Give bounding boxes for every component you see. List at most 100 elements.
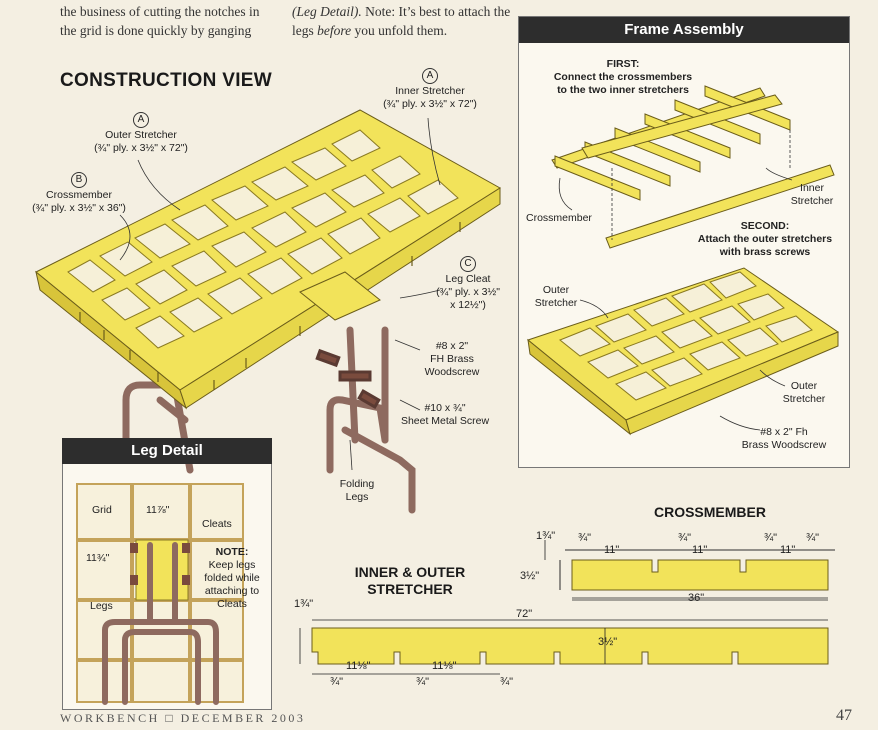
frame-outer-left-label: Outer Stretcher xyxy=(528,284,584,310)
part-letter-b: B xyxy=(71,172,87,188)
frame-first-line-1: Connect the crossmembers xyxy=(553,71,693,83)
leg-detail-note-3: attaching to xyxy=(204,585,260,597)
stretcher-part xyxy=(311,627,829,665)
outer-stretcher-size: (¾" ply. x 3½" x 72") xyxy=(94,142,188,154)
frame-second-line-2: with brass screws xyxy=(719,246,811,258)
stretcher-dim-space-2: 11⅛" xyxy=(432,660,457,672)
brass-screw-line-1: #8 x 2" xyxy=(435,340,469,352)
brass-screw-label: #8 x 2" FH Brass Woodscrew xyxy=(418,340,486,379)
metal-screw-label: #10 x ¾" Sheet Metal Screw xyxy=(390,402,500,428)
crossmember-part xyxy=(571,559,829,591)
stretcher-title-2: STRETCHER xyxy=(367,581,453,597)
intro-left-line: the business of cutting the notches in xyxy=(60,4,260,19)
brass-screw-line-2: FH Brass xyxy=(430,353,474,365)
part-letter-c: C xyxy=(460,256,476,272)
stretcher-dim-height: 3½" xyxy=(598,636,618,648)
crossmember-dim-notch-c: ¾" xyxy=(764,532,778,544)
construction-frame xyxy=(35,109,501,410)
leg-detail-drawing xyxy=(76,483,244,705)
frame-crossmember-label: Crossmember xyxy=(526,212,592,224)
inner-stretcher-name: Inner Stretcher xyxy=(395,85,465,97)
leg-detail-note-4: Cleats xyxy=(217,598,247,610)
frame-inner-line-1: Inner xyxy=(800,182,824,194)
leg-cleat-size-1: (¾" ply. x 3½" xyxy=(436,286,500,298)
footer-separator: □ xyxy=(165,711,176,725)
magazine-name: WORKBENCH xyxy=(60,711,160,725)
intro-left-line: the grid is done quickly by ganging xyxy=(60,23,252,38)
stretcher-dim-length: 72" xyxy=(516,608,533,620)
frame-screw-1: #8 x 2" Fh xyxy=(760,426,808,438)
frame-outer-right-label: Outer Stretcher xyxy=(776,380,832,406)
frame-assembly-title: Frame Assembly xyxy=(519,17,849,43)
leg-detail-cleats-label: Cleats xyxy=(202,518,232,530)
crossmember-label: B Crossmember (¾" ply. x 3½" x 36") xyxy=(14,172,144,215)
frame-second-label: SECOND: Attach the outer stretchers with… xyxy=(690,220,840,259)
crossmember-title: CROSSMEMBER xyxy=(653,504,766,520)
inner-stretcher-label: A Inner Stretcher (¾" ply. x 3½" x 72") xyxy=(370,68,490,111)
frame-second-line-1: Attach the outer stretchers xyxy=(697,233,833,245)
frame-first-label: FIRST: Connect the crossmembers to the t… xyxy=(548,58,698,97)
page-number: 47 xyxy=(836,707,852,724)
footer-magazine: WORKBENCH □ DECEMBER 2003 xyxy=(60,711,305,726)
frame-outer-left-1: Outer xyxy=(542,284,570,296)
outer-stretcher-label: A Outer Stretcher (¾" ply. x 3½" x 72") xyxy=(86,112,196,155)
frame-inner-line-2: Stretcher xyxy=(790,195,834,207)
leg-detail-note-1: Keep legs xyxy=(208,559,256,571)
stretcher-dim-notch-b: ¾" xyxy=(416,676,430,688)
leg-detail-note: NOTE: Keep legs folded while attaching t… xyxy=(196,546,268,611)
outer-stretcher-name: Outer Stretcher xyxy=(105,129,177,141)
frame-first-line-2: to the two inner stretchers xyxy=(557,84,689,96)
issue-date: DECEMBER 2003 xyxy=(180,711,306,725)
crossmember-dim-length: 36" xyxy=(688,592,705,604)
folding-legs-label: Folding Legs xyxy=(332,478,382,504)
intro-right-before: before xyxy=(317,23,352,38)
construction-view-title: CONSTRUCTION VIEW xyxy=(60,70,272,91)
folding-legs-line-2: Legs xyxy=(345,491,369,503)
stretcher-dim-notch-a: ¾" xyxy=(330,676,344,688)
folding-legs-line-1: Folding xyxy=(339,478,375,490)
crossmember-dim-notch-b: ¾" xyxy=(678,532,692,544)
crossmember-dim-notch-a: ¾" xyxy=(578,532,592,544)
leg-cleat-name: Leg Cleat xyxy=(445,273,491,285)
frame-screw-label: #8 x 2" Fh Brass Woodscrew xyxy=(732,426,836,452)
frame-inner-stretcher-label: Inner Stretcher xyxy=(786,182,838,208)
stretcher-title: INNER & OUTER STRETCHER xyxy=(340,564,480,598)
intro-right-italic: (Leg Detail). xyxy=(292,4,362,19)
stretcher-dim-notch-c: ¾" xyxy=(500,676,514,688)
frame-first-title: FIRST: xyxy=(606,58,640,70)
metal-screw-line-1: #10 x ¾" xyxy=(424,402,466,414)
stretcher-dim-space-1: 11⅛" xyxy=(346,660,371,672)
intro-left-text: the business of cutting the notches in t… xyxy=(60,2,280,40)
leg-detail-legs-label: Legs xyxy=(90,600,113,612)
part-letter-a: A xyxy=(422,68,438,84)
leg-detail-note-title: NOTE: xyxy=(215,546,249,558)
inner-stretcher-size: (¾" ply. x 3½" x 72") xyxy=(383,98,477,110)
crossmember-dim-space-3: 11" xyxy=(780,544,796,556)
part-letter-a: A xyxy=(133,112,149,128)
intro-right-text-5: you unfold them. xyxy=(354,23,448,38)
crossmember-dim-space-1: 11" xyxy=(604,544,620,556)
stretcher-dim-notch-depth: 1¾" xyxy=(294,598,314,610)
frame-screw-2: Brass Woodscrew xyxy=(741,439,827,451)
intro-right-text-2: Note: It’s best to attach the xyxy=(365,4,511,19)
brass-screw-line-3: Woodscrew xyxy=(424,366,480,378)
folding-legs-drawing xyxy=(122,326,416,514)
frame-outer-left-2: Stretcher xyxy=(534,297,578,309)
leg-cleat-label: C Leg Cleat (¾" ply. x 3½" x 12½") xyxy=(422,256,514,312)
leg-detail-dim-side: 11¾" xyxy=(86,552,110,564)
leg-detail-grid-label: Grid xyxy=(92,504,112,516)
crossmember-dim-height: 3½" xyxy=(520,570,540,582)
leg-cleat-size-2: x 12½") xyxy=(450,299,486,311)
frame-second-title: SECOND: xyxy=(740,220,790,232)
frame-outer-right-2: Stretcher xyxy=(782,393,826,405)
intro-right-text-3: legs xyxy=(292,23,314,38)
crossmember-dim-notch-depth: 1¾" xyxy=(536,530,556,542)
crossmember-dim-notch-d: ¾" xyxy=(806,532,820,544)
crossmember-dim-space-2: 11" xyxy=(692,544,708,556)
leg-detail-note-2: folded while xyxy=(204,572,260,584)
intro-right-text: (Leg Detail). Note: It’s best to attach … xyxy=(292,2,512,40)
leg-detail-title: Leg Detail xyxy=(62,438,272,464)
crossmember-name: Crossmember xyxy=(46,189,112,201)
stretcher-title-1: INNER & OUTER xyxy=(354,564,466,580)
frame-outer-right-1: Outer xyxy=(790,380,818,392)
